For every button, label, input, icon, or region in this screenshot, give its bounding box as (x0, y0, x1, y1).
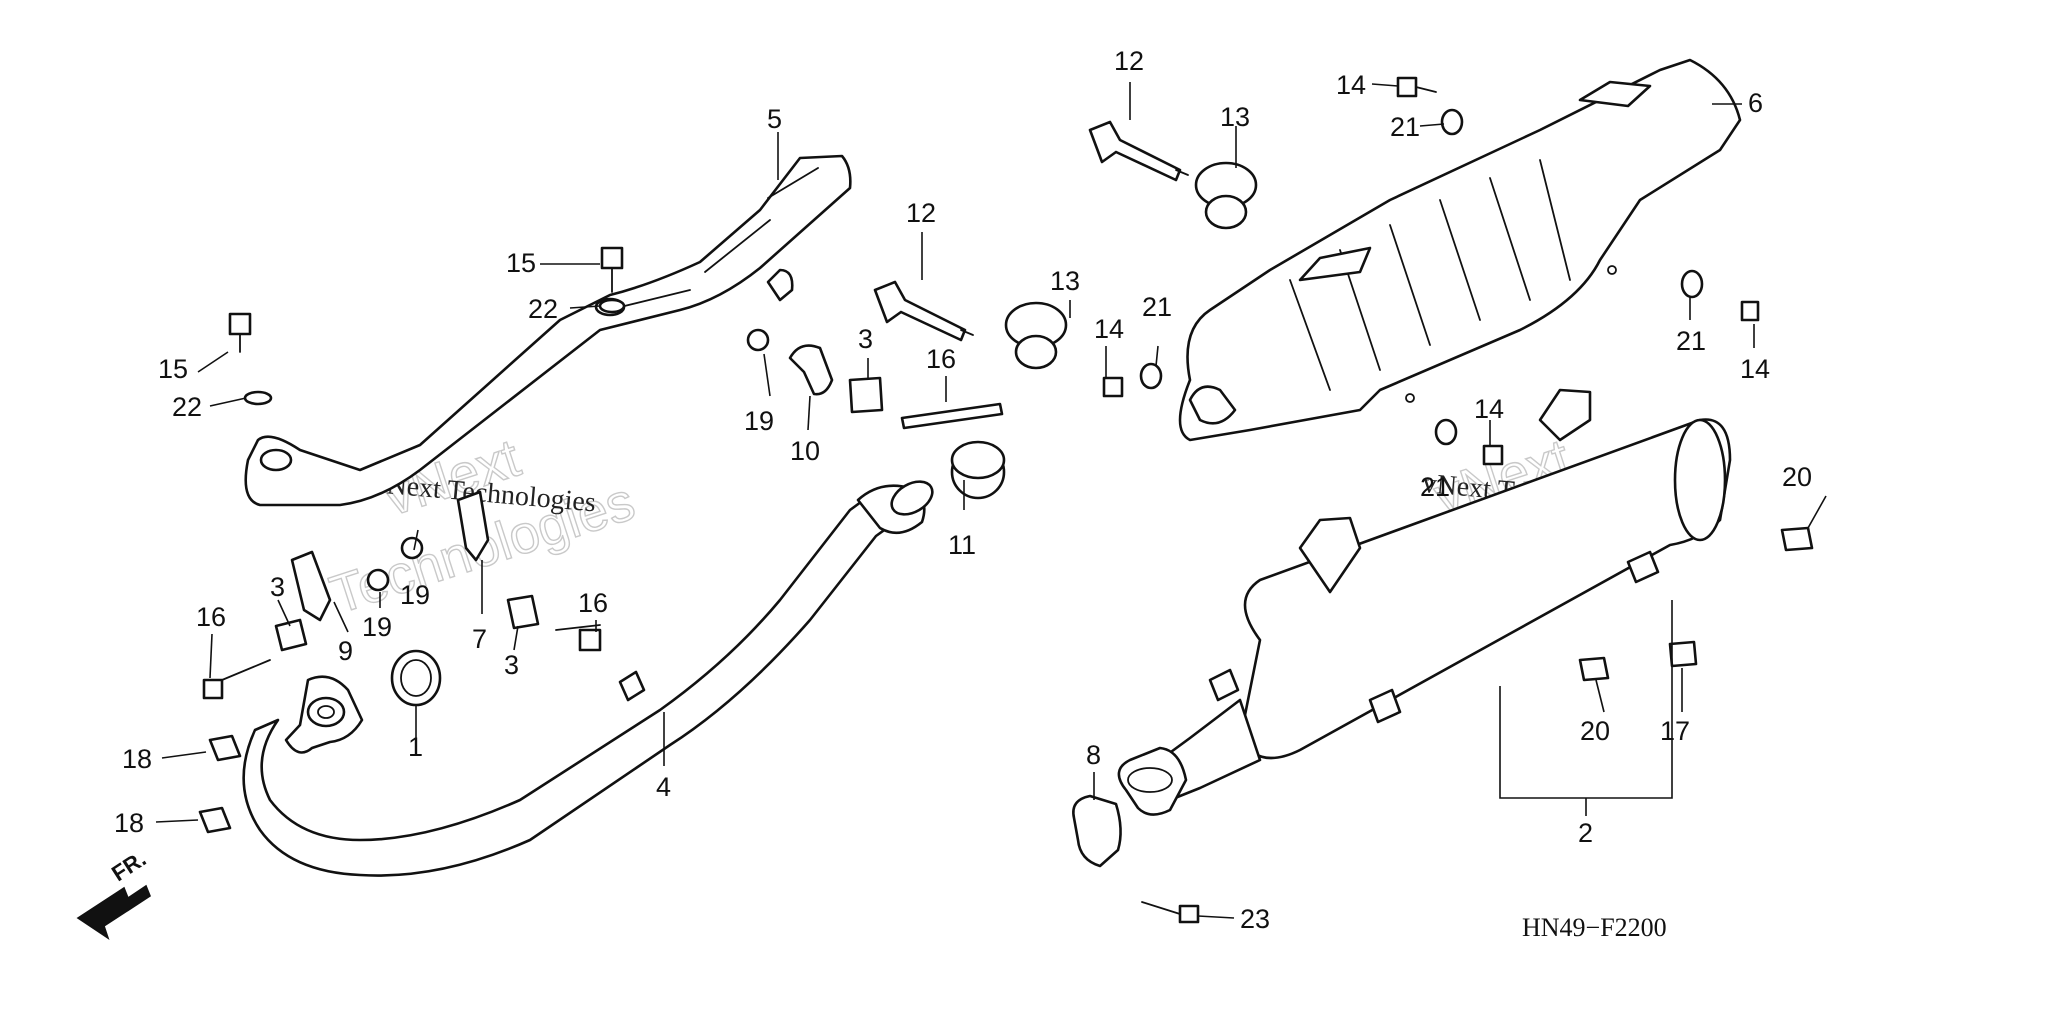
muffler-protector (1178, 58, 1742, 442)
callout-21d: 21 (1420, 472, 1450, 502)
callout-6: 6 (1748, 88, 1763, 118)
callout-19b: 19 (400, 580, 430, 610)
callout-14d: 14 (1474, 394, 1504, 424)
callout-18a: 18 (122, 744, 152, 774)
callout-3c: 3 (504, 650, 519, 680)
callout-21c: 21 (1142, 292, 1172, 322)
leader-lines (155, 82, 1827, 919)
callout-23: 23 (1240, 904, 1270, 934)
callout-12a: 12 (1114, 46, 1144, 76)
callout-19a: 19 (744, 406, 774, 436)
callout-20b: 20 (1580, 716, 1610, 746)
callout-14b: 14 (1740, 354, 1770, 384)
callout-16a: 16 (926, 344, 956, 374)
callout-13b: 13 (1050, 266, 1080, 296)
grommet-13a (1194, 161, 1258, 230)
callout-21a: 21 (1390, 112, 1420, 142)
figure-code: HN49−F2200 (1522, 913, 1667, 942)
stay-12b (873, 280, 974, 342)
callout-16b: 16 (196, 602, 226, 632)
callout-17: 17 (1660, 716, 1690, 746)
callout-3a: 3 (858, 324, 873, 354)
callout-9: 9 (338, 636, 353, 666)
callout-21b: 21 (1676, 326, 1706, 356)
callout-12b: 12 (906, 198, 936, 228)
callout-22a: 22 (528, 294, 558, 324)
callout-3b: 3 (270, 572, 285, 602)
callout-11: 11 (948, 530, 976, 560)
callout-5: 5 (767, 104, 782, 134)
front-direction-arrow: FR. (76, 846, 151, 940)
front-label: FR. (107, 846, 150, 886)
callout-8: 8 (1086, 740, 1101, 770)
callout-18b: 18 (114, 808, 144, 838)
callout-4: 4 (656, 772, 671, 802)
pipe-sleeve (950, 440, 1006, 500)
stay-12a (1088, 120, 1189, 182)
callout-20a: 20 (1782, 462, 1812, 492)
callout-15a: 15 (506, 248, 536, 278)
callout-19c: 19 (362, 612, 392, 642)
callout-10: 10 (790, 436, 820, 466)
callout-2: 2 (1578, 818, 1593, 848)
callout-14c: 14 (1094, 314, 1124, 344)
callouts: 5 6 12 13 12 13 14 21 14 21 14 21 14 21 … (114, 46, 1812, 934)
gasket (390, 649, 442, 707)
callout-14a: 14 (1336, 70, 1366, 100)
callout-22b: 22 (172, 392, 202, 422)
exhaust-pipe (242, 480, 934, 877)
fasteners (198, 76, 1814, 924)
callout-1: 1 (408, 732, 423, 762)
callout-13a: 13 (1220, 102, 1250, 132)
callout-15b: 15 (158, 354, 188, 384)
callout-16c: 16 (578, 588, 608, 618)
callout-7: 7 (472, 624, 487, 654)
muffler (1117, 388, 1732, 816)
grommet-13b (1004, 301, 1068, 370)
